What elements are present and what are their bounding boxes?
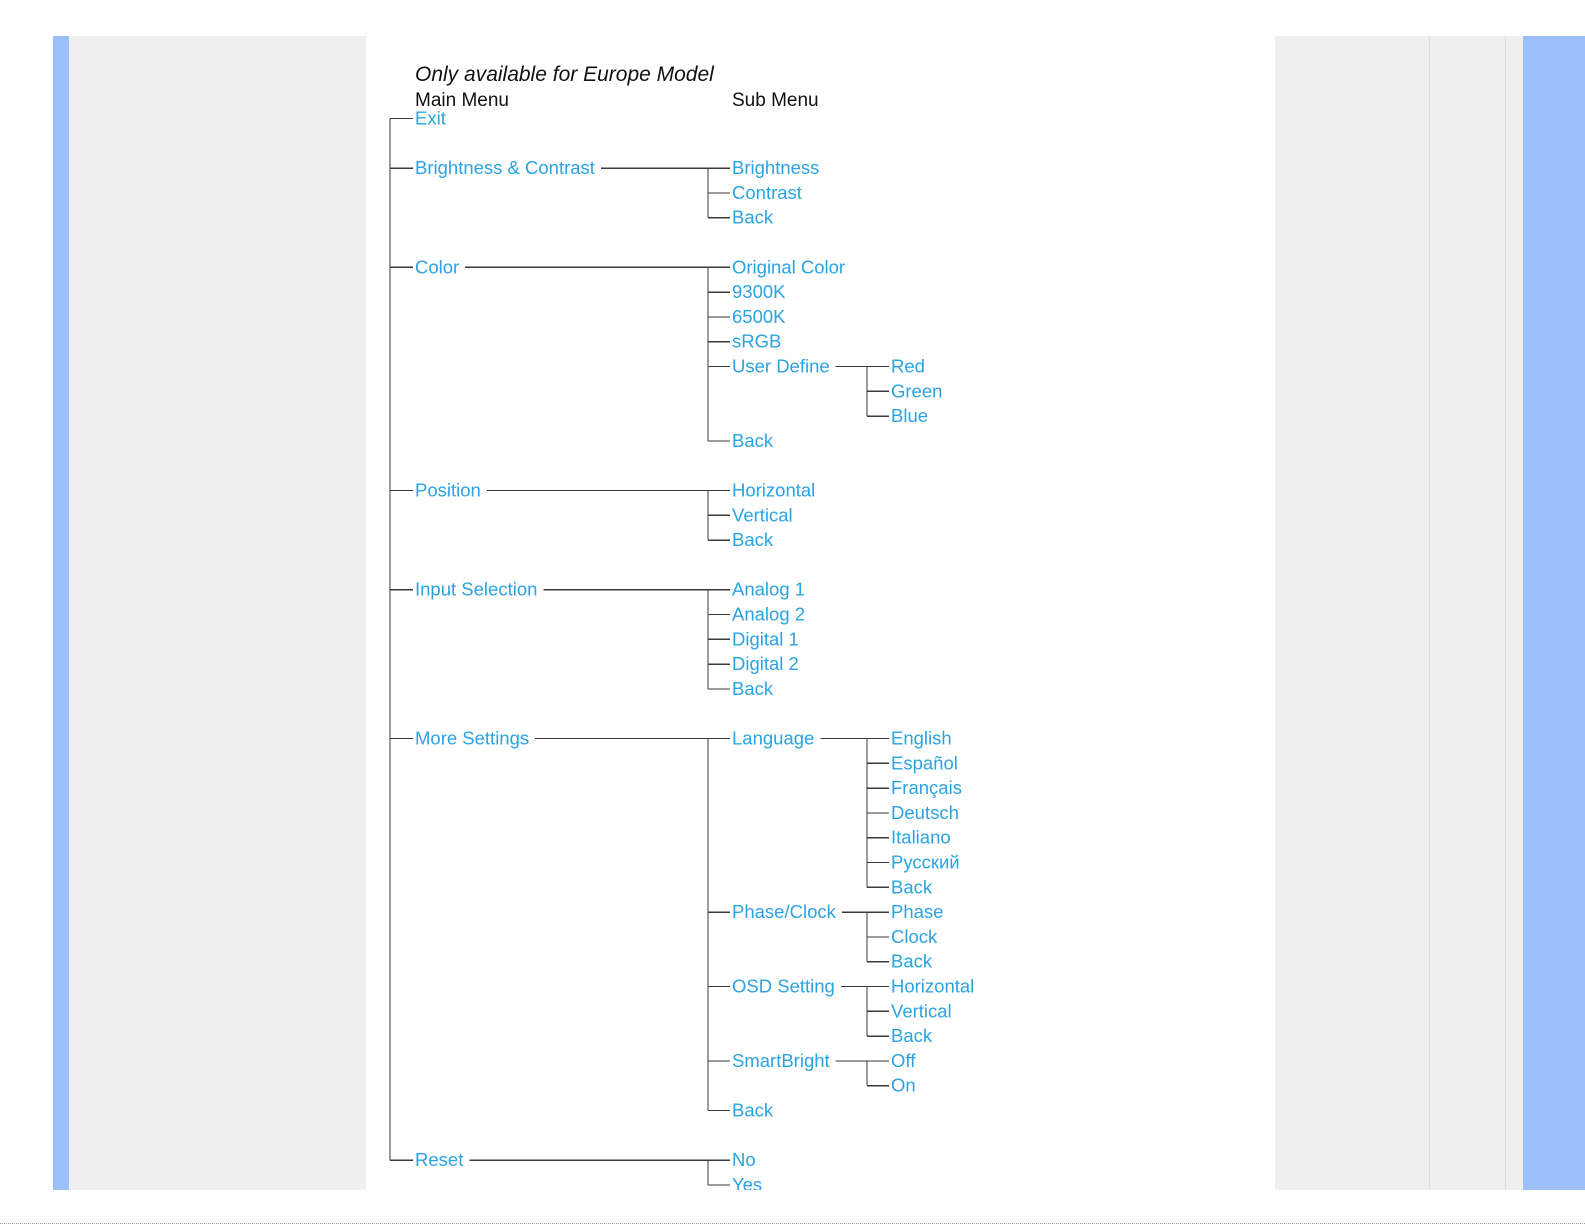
menu-item-phase[interactable]: Phase [891,901,943,922]
menu-item-osd-setting[interactable]: OSD Setting [732,976,835,997]
menu-item-9300k[interactable]: 9300K [732,281,786,302]
menu-item-horizontal[interactable]: Horizontal [891,976,974,997]
menu-item-horizontal[interactable]: Horizontal [732,480,815,501]
menu-item-back[interactable]: Back [732,430,774,451]
menu-item-digital-1[interactable]: Digital 1 [732,628,799,649]
menu-item-red[interactable]: Red [891,356,925,377]
menu-item-brightness-contrast[interactable]: Brightness & Contrast [415,157,595,178]
menu-item-vertical[interactable]: Vertical [891,1000,952,1021]
content-area: Only available for Europe Model Main Men… [366,36,1275,1190]
menu-item-phaseclock[interactable]: Phase/Clock [732,901,837,922]
menu-item-input-selection[interactable]: Input Selection [415,579,537,600]
menu-item-original-color[interactable]: Original Color [732,256,845,277]
menu-item-color[interactable]: Color [415,256,459,277]
menu-item-exit[interactable]: Exit [415,108,446,129]
left-panel [69,36,366,1190]
menu-item-back[interactable]: Back [732,529,774,550]
menu-item-clock[interactable]: Clock [891,926,938,947]
menu-item-more-settings[interactable]: More Settings [415,728,529,749]
menu-item-back[interactable]: Back [732,678,774,699]
menu-item-green[interactable]: Green [891,380,942,401]
right-panel-divider [1429,36,1430,1190]
menu-item-back[interactable]: Back [732,1100,774,1121]
menu-item-user-define[interactable]: User Define [732,356,830,377]
menu-item-6500k[interactable]: 6500K [732,306,786,327]
menu-item-vertical[interactable]: Vertical [732,504,793,525]
main-menu-header: Main Menu [415,90,509,111]
europe-model-note: Only available for Europe Model [415,63,715,86]
menu-item-contrast[interactable]: Contrast [732,182,802,203]
menu-item-back[interactable]: Back [891,876,933,897]
menu-item-blue[interactable]: Blue [891,405,928,426]
left-sidebar-strip [53,36,69,1190]
menu-item-analog-2[interactable]: Analog 2 [732,604,805,625]
sub-menu-header: Sub Menu [732,90,819,111]
right-panel-divider [1505,36,1506,1190]
menu-item-espanol[interactable]: Español [891,752,958,773]
menu-item-reset[interactable]: Reset [415,1149,463,1170]
menu-item-off[interactable]: Off [891,1050,916,1071]
menu-item-smartbright[interactable]: SmartBright [732,1050,830,1071]
right-panel [1275,36,1523,1190]
menu-item-position[interactable]: Position [415,480,481,501]
menu-item-back[interactable]: Back [891,1025,933,1046]
menu-item-back[interactable]: Back [732,207,774,228]
menu-item-digital-2[interactable]: Digital 2 [732,653,799,674]
menu-item-item[interactable]: Русский [891,852,960,873]
menu-item-language[interactable]: Language [732,728,814,749]
right-sidebar-strip [1523,36,1585,1190]
menu-item-english[interactable]: English [891,728,952,749]
menu-item-srgb[interactable]: sRGB [732,331,781,352]
menu-item-brightness[interactable]: Brightness [732,157,819,178]
menu-item-back[interactable]: Back [891,951,933,972]
menu-item-deutsch[interactable]: Deutsch [891,802,959,823]
menu-item-francais[interactable]: Français [891,777,962,798]
menu-item-on[interactable]: On [891,1075,916,1096]
page-bottom-divider [0,1223,1585,1224]
menu-item-italiano[interactable]: Italiano [891,827,951,848]
menu-item-analog-1[interactable]: Analog 1 [732,579,805,600]
menu-item-yes[interactable]: Yes [732,1174,762,1190]
osd-menu-tree-diagram: Only available for Europe Model Main Men… [389,63,974,1190]
menu-item-no[interactable]: No [732,1149,756,1170]
